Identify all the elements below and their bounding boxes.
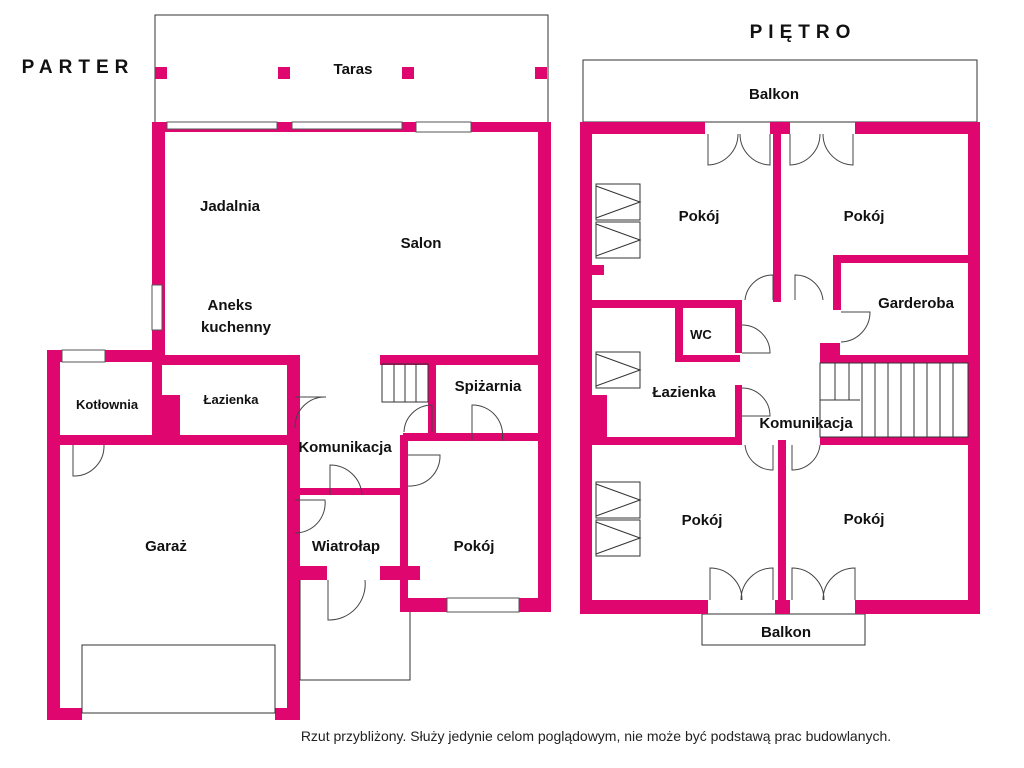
room-label-terrace: Taras xyxy=(334,61,373,78)
room-label-hall: Komunikacja xyxy=(298,439,392,456)
garage-door xyxy=(81,644,276,714)
ground-doors xyxy=(72,396,504,621)
upper-walls xyxy=(580,122,980,614)
room-label-room-sw: Pokój xyxy=(682,512,723,529)
room-label-room-ne: Pokój xyxy=(844,208,885,225)
room-label-room: Pokój xyxy=(454,538,495,555)
room-label-wardrobe: Garderoba xyxy=(878,295,955,312)
terrace-post xyxy=(278,67,290,79)
entrance-step-outline xyxy=(299,580,411,681)
room-label-hall-upper: Komunikacja xyxy=(759,415,853,432)
room-label-bathroom: Łazienka xyxy=(204,392,260,407)
upper-floor-plan xyxy=(580,59,980,646)
room-label-wc: WC xyxy=(690,327,712,342)
ground-floor-plan xyxy=(47,14,551,720)
room-label-room-nw: Pokój xyxy=(679,208,720,225)
ground-floor-title: PARTER xyxy=(22,57,135,78)
room-label-garage: Garaż xyxy=(145,538,187,555)
room-label-balcony-top: Balkon xyxy=(749,86,799,103)
terrace-post xyxy=(402,67,414,79)
upper-floor-title: PIĘTRO xyxy=(750,22,857,43)
room-label-pantry: Spiżarnia xyxy=(455,378,522,395)
room-label-kitchen: Aneks xyxy=(207,297,252,314)
room-label-kitchen-2: kuchenny xyxy=(201,319,272,336)
roof-windows xyxy=(595,183,642,557)
room-label-dining: Jadalnia xyxy=(200,198,261,215)
ground-windows xyxy=(61,121,520,613)
upper-stairs xyxy=(819,362,969,438)
room-label-bathroom-upper: Łazienka xyxy=(652,384,716,401)
terrace-post xyxy=(535,67,547,79)
room-label-room-se: Pokój xyxy=(844,511,885,528)
upper-doors xyxy=(707,133,871,601)
room-label-boiler: Kotłownia xyxy=(76,397,139,412)
disclaimer: Rzut przybliżony. Służy jedynie celom po… xyxy=(301,728,891,744)
stairs xyxy=(381,363,429,403)
room-label-vestibule: Wiatrołap xyxy=(312,538,380,555)
terrace-post xyxy=(155,67,167,79)
room-label-balcony-bottom: Balkon xyxy=(761,624,811,641)
ground-walls xyxy=(47,122,551,720)
room-label-living: Salon xyxy=(401,235,442,252)
